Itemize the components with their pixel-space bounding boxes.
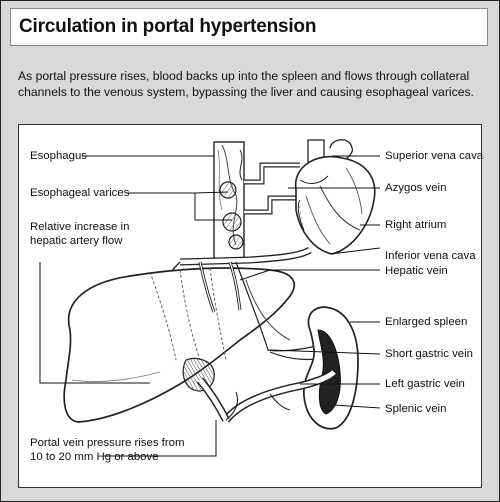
label-short-gastric-vein: Short gastric vein [385, 348, 473, 360]
label-hepatic-vein: Hepatic vein [385, 265, 448, 277]
label-left-gastric-vein: Left gastric vein [385, 378, 465, 390]
hepatic-vein-shape [198, 261, 242, 313]
splenic-portal-vein-shape [196, 368, 337, 423]
azygos-vein-shape [244, 162, 300, 215]
label-splenic-vein: Splenic vein [385, 403, 447, 415]
title-bar: Circulation in portal hypertension [10, 8, 488, 46]
spleen-shape [303, 306, 359, 430]
figure-title: Circulation in portal hypertension [19, 16, 317, 37]
label-superior-vena-cava: Superior vena cava [385, 150, 484, 162]
label-esophageal-varices: Esophageal varices [30, 187, 130, 199]
heart-shape [294, 139, 376, 255]
label-relative-increase-2: hepatic artery flow [30, 235, 123, 247]
esophageal-varices-shape [219, 149, 244, 250]
label-portal-pressure-1: Portal vein pressure rises from [30, 437, 185, 449]
label-right-atrium: Right atrium [385, 219, 447, 231]
label-portal-pressure-2: 10 to 20 mm Hg or above [30, 451, 159, 463]
label-enlarged-spleen: Enlarged spleen [385, 316, 468, 328]
label-azygos-vein: Azygos vein [385, 182, 447, 194]
label-inferior-vena-cava: Inferior vena cava [385, 250, 476, 262]
leader-lines [39, 155, 381, 457]
label-esophagus: Esophagus [30, 150, 87, 162]
figure-caption: As portal pressure rises, blood backs up… [18, 69, 474, 99]
label-relative-increase-1: Relative increase in [30, 221, 130, 233]
